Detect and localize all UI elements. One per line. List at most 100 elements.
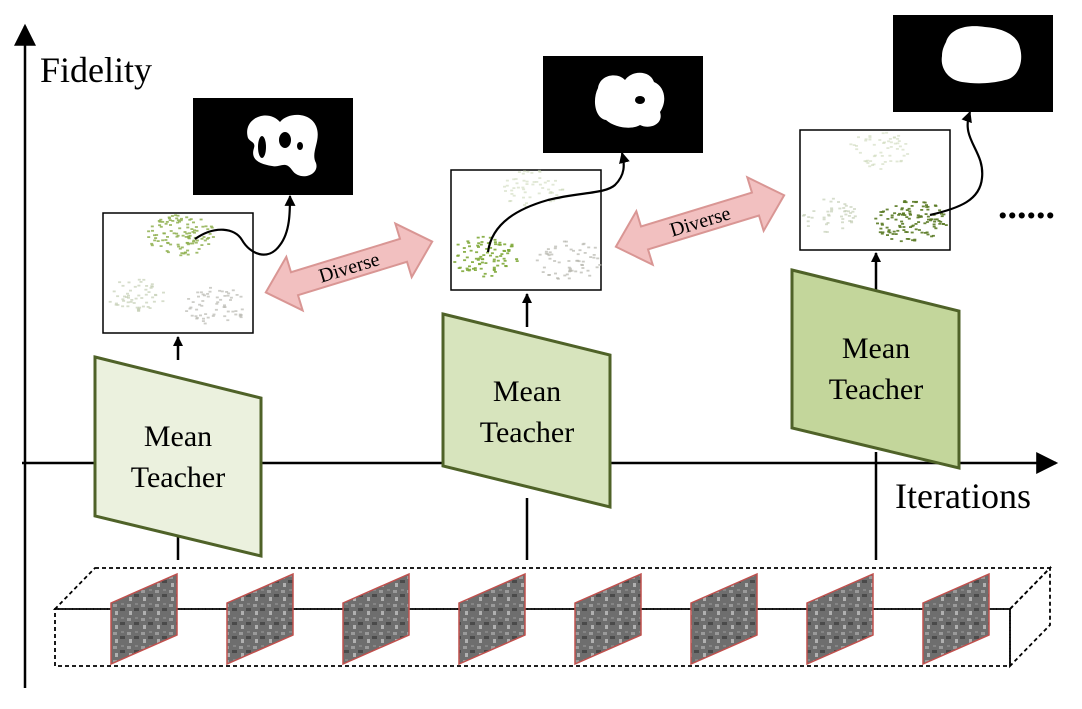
embedding-point <box>929 219 933 222</box>
embedding-point <box>868 135 872 137</box>
embedding-point <box>843 203 847 205</box>
embedding-point <box>905 238 909 240</box>
embedding-point <box>847 210 850 213</box>
embedding-point <box>531 183 535 186</box>
embedding-point <box>159 245 163 247</box>
embedding-point <box>162 291 165 294</box>
embedding-point <box>194 315 198 318</box>
embedding-point <box>492 258 496 261</box>
embedding-point <box>579 271 583 274</box>
embedding-point <box>200 237 204 240</box>
embedding-point <box>488 236 492 239</box>
embedding-point <box>898 212 902 215</box>
embedding-point <box>908 212 912 215</box>
embedding-point <box>508 200 512 203</box>
embedding-point <box>883 161 887 163</box>
embedding-point <box>812 210 816 212</box>
embedding-point <box>144 288 148 291</box>
embedding-point <box>188 242 192 245</box>
embedding-point <box>473 269 477 271</box>
embedding-point <box>586 269 590 272</box>
embedding-point <box>151 229 154 232</box>
embedding-point <box>492 269 496 271</box>
mean-teacher-2: Mean Teacher <box>441 312 612 509</box>
embedding-point <box>136 308 140 311</box>
embedding-point <box>568 269 572 271</box>
embedding-point <box>554 272 557 275</box>
embedding-point <box>942 213 946 216</box>
embedding-point <box>186 223 190 226</box>
embedding-point <box>226 319 230 322</box>
embedding-point <box>925 231 929 234</box>
embedding-point <box>154 294 158 297</box>
embedding-point <box>178 247 182 250</box>
embedding-point <box>935 218 939 221</box>
embedding-point <box>838 207 842 210</box>
embedding-point <box>504 265 508 267</box>
embedding-point <box>914 228 918 231</box>
embedding-point <box>893 212 897 215</box>
embedding-point <box>890 238 894 240</box>
embedding-point <box>505 179 509 182</box>
embedding-point <box>914 223 918 225</box>
embedding-point <box>525 183 529 185</box>
embedding-point <box>467 242 471 244</box>
embedding-point <box>822 218 826 221</box>
embedding-point <box>564 240 568 243</box>
embedding-point <box>827 214 831 217</box>
embedding-point <box>548 251 552 254</box>
embedding-point <box>505 184 509 187</box>
embedding-point <box>481 235 485 238</box>
embedding-point <box>587 246 591 249</box>
embedding-point <box>223 295 227 297</box>
embedding-point <box>547 188 551 191</box>
embedding-point <box>129 301 133 303</box>
embedding-point <box>556 277 560 279</box>
embedding-plot-1 <box>102 212 254 334</box>
embedding-point <box>147 230 151 233</box>
embedding-point <box>522 188 526 191</box>
embedding-point <box>592 254 596 256</box>
embedding-point <box>153 234 156 237</box>
embedding-point <box>118 281 122 284</box>
embedding-point <box>830 207 834 210</box>
embedding-point <box>202 236 206 238</box>
embedding-point <box>514 178 518 180</box>
embedding-point <box>916 214 920 217</box>
embedding-point <box>191 301 195 303</box>
embedding-point <box>897 140 901 142</box>
embedding-point <box>530 172 534 174</box>
embedding-point <box>203 294 206 297</box>
embedding-point <box>902 154 906 157</box>
embedding-point <box>195 251 199 254</box>
embedding-point <box>168 219 172 221</box>
embedding-point <box>917 229 921 231</box>
embedding-point <box>894 205 898 207</box>
embedding-point <box>917 221 921 223</box>
embedding-point <box>195 239 199 242</box>
embedding-point <box>209 286 212 289</box>
embedding-point <box>509 245 513 248</box>
embedding-point <box>472 267 475 270</box>
embedding-point <box>483 272 487 275</box>
embedding-point <box>882 142 886 144</box>
embedding-point <box>911 239 915 242</box>
embedding-point <box>937 220 941 222</box>
embedding-point <box>476 244 480 247</box>
embedding-point <box>588 274 592 277</box>
embedding-point <box>503 259 507 262</box>
embedding-point <box>570 269 574 272</box>
embedding-point <box>521 172 525 175</box>
embedding-point <box>932 223 936 226</box>
embedding-point <box>475 251 479 254</box>
embedding-point <box>112 290 116 293</box>
mean-teacher-1: Mean Teacher <box>93 355 263 558</box>
embedding-point <box>503 243 507 246</box>
embedding-point <box>894 218 898 221</box>
embedding-point <box>903 214 907 216</box>
sar-frame <box>458 572 526 666</box>
embedding-point <box>826 222 830 224</box>
embedding-point <box>187 298 191 300</box>
embedding-point <box>167 216 171 219</box>
embedding-point <box>194 241 198 244</box>
